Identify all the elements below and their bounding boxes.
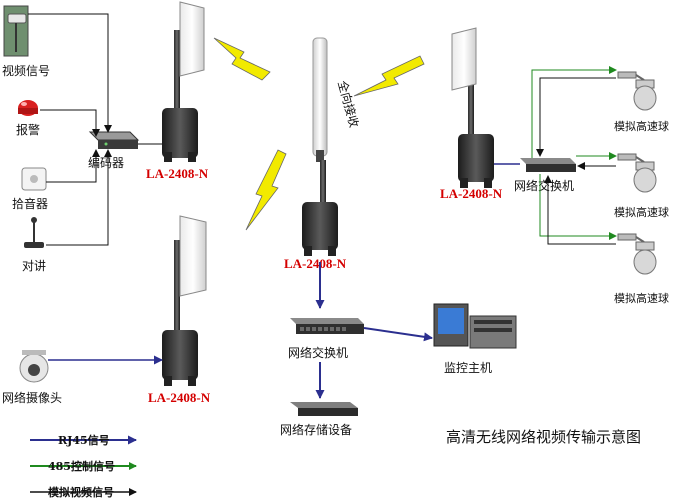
network-camera-label: 网络摄像头 bbox=[2, 390, 62, 405]
wireless-signal-bottom bbox=[245, 149, 287, 231]
model-right: LA-2408-N bbox=[440, 186, 503, 201]
panel-antenna-top-left bbox=[174, 1, 205, 120]
dome3-label: 模拟高速球 bbox=[614, 291, 669, 305]
alarm-icon bbox=[18, 100, 38, 116]
dome1-label: 模拟高速球 bbox=[614, 119, 669, 133]
network-switch-center bbox=[290, 318, 364, 334]
outdoor-unit-bottom-left bbox=[162, 330, 198, 386]
omni-receive-label: 全向接收 bbox=[335, 79, 362, 129]
video-signal-label: 视频信号 bbox=[2, 63, 50, 78]
network-camera-icon bbox=[19, 350, 49, 383]
model-bottom-left: LA-2408-N bbox=[148, 390, 211, 405]
model-center: LA-2408-N bbox=[284, 256, 347, 271]
model-top-left: LA-2408-N bbox=[146, 166, 209, 181]
diagram-title: 高清无线网络视频传输示意图 bbox=[446, 428, 641, 446]
dome-camera-3 bbox=[617, 233, 657, 275]
network-switch-right bbox=[520, 158, 576, 172]
monitor-host-label: 监控主机 bbox=[444, 361, 492, 375]
audio-pickup-icon bbox=[21, 167, 47, 191]
video-camera-icon bbox=[3, 5, 29, 57]
analog-links-to-encoder bbox=[28, 13, 168, 246]
storage-label: 网络存储设备 bbox=[280, 422, 352, 437]
network-storage-icon bbox=[290, 402, 358, 416]
monitor-host-icon bbox=[433, 303, 517, 349]
encoder-icon bbox=[88, 131, 140, 149]
legend: RJ45信号 485控制信号 模拟视频信号 bbox=[30, 433, 137, 499]
rj45-link-to-host bbox=[363, 327, 433, 342]
panel-antenna-right bbox=[451, 27, 477, 140]
pickup-label: 拾音器 bbox=[12, 196, 48, 211]
intercom-icon bbox=[24, 217, 44, 248]
legend-485-label: 485控制信号 bbox=[48, 459, 115, 473]
outdoor-unit-top-left bbox=[162, 108, 198, 162]
wireless-signal-top bbox=[213, 37, 271, 81]
intercom-label: 对讲 bbox=[22, 258, 46, 273]
alarm-label: 报警 bbox=[16, 122, 40, 137]
wireless-signal-right bbox=[353, 55, 425, 97]
center-switch-label: 网络交换机 bbox=[288, 345, 348, 360]
dome-camera-2 bbox=[617, 153, 657, 193]
right-control-links bbox=[531, 66, 617, 245]
outdoor-unit-right bbox=[458, 134, 494, 188]
dome2-label: 模拟高速球 bbox=[614, 205, 669, 219]
legend-analog-label: 模拟视频信号 bbox=[48, 485, 114, 499]
outdoor-unit-center bbox=[302, 202, 338, 256]
panel-antenna-bottom-left bbox=[174, 215, 207, 340]
encoder-label: 编码器 bbox=[88, 155, 124, 170]
dome-camera-1 bbox=[617, 71, 657, 111]
right-switch-label: 网络交换机 bbox=[514, 178, 574, 193]
legend-rj45-label: RJ45信号 bbox=[58, 433, 110, 447]
omni-antenna bbox=[312, 37, 328, 210]
